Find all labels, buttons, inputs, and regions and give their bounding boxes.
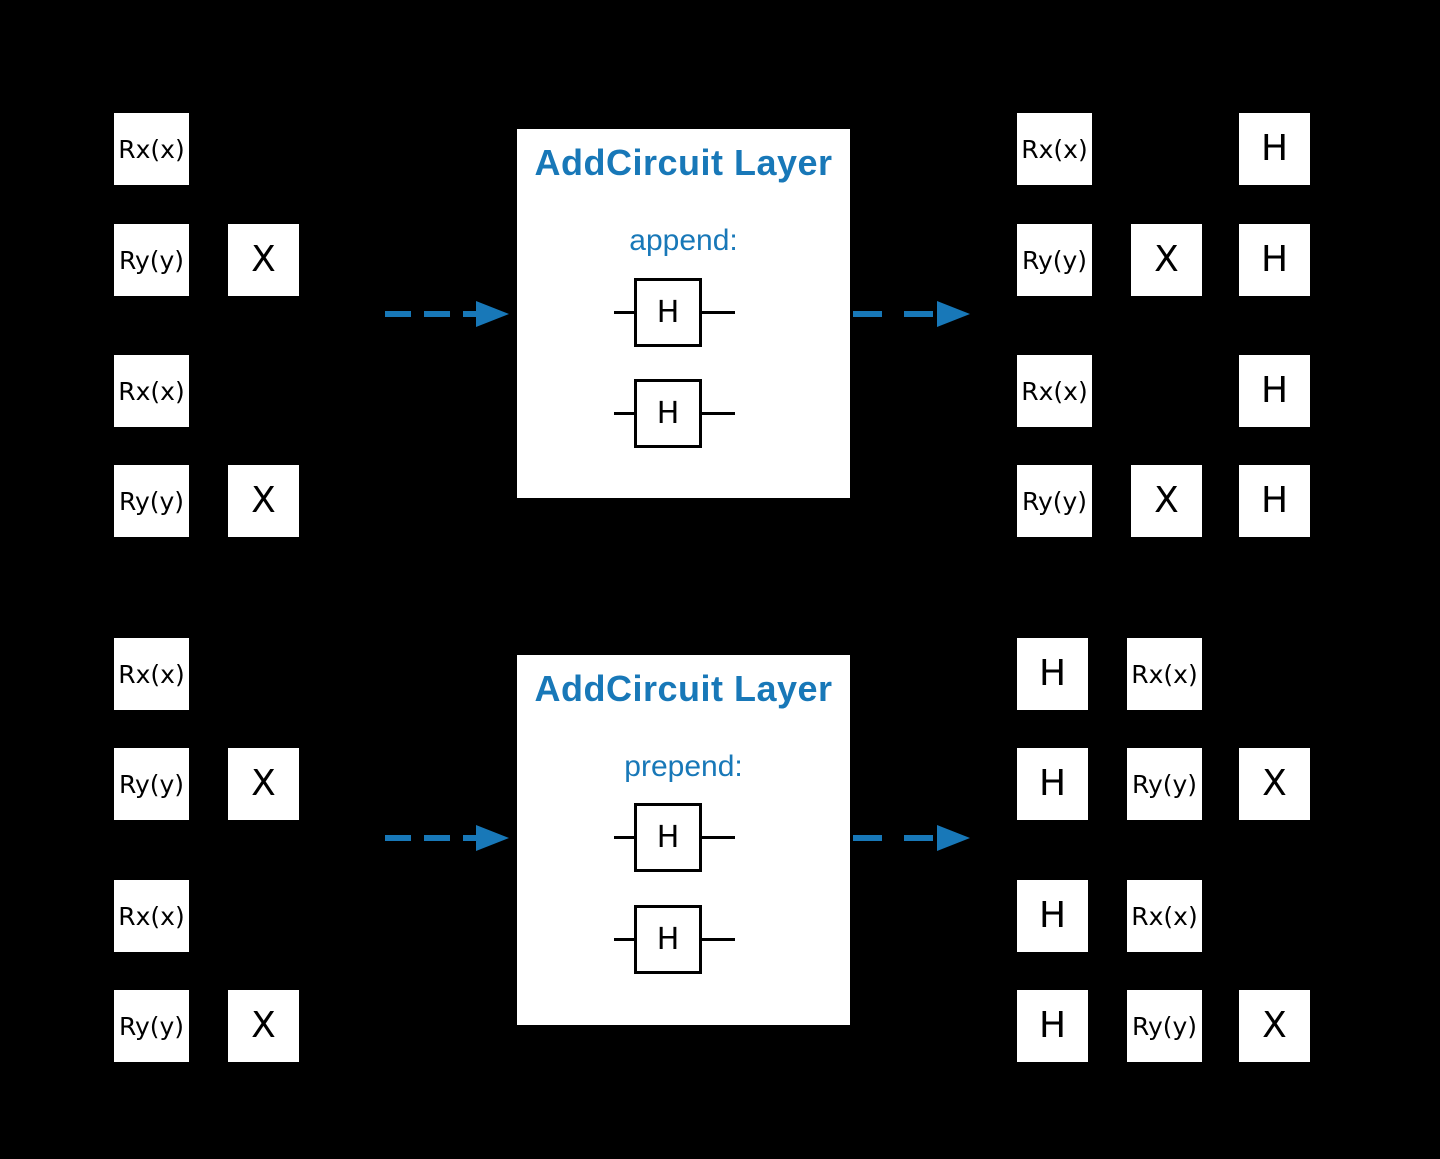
- gate-box: Rx(x): [1017, 355, 1092, 427]
- panel-gate: H: [614, 802, 735, 872]
- gate-box: Ry(y): [114, 748, 189, 820]
- layer-panel-title: AddCircuit Layer: [534, 668, 833, 709]
- input-to-layer-arrow-icon: [385, 825, 509, 851]
- gate-box: Rx(x): [1017, 113, 1092, 185]
- gate-box: X: [228, 224, 299, 296]
- gate-box: Ry(y): [1017, 224, 1092, 296]
- gate-box: X: [228, 465, 299, 537]
- layer-to-output-arrow-icon: [853, 825, 970, 851]
- gate-box: Rx(x): [114, 355, 189, 427]
- gate-box: Ry(y): [1017, 465, 1092, 537]
- panel-gate: H: [614, 277, 735, 347]
- panel-gate: H: [614, 378, 735, 448]
- gate-box: Rx(x): [114, 638, 189, 710]
- gate-box: Rx(x): [1127, 880, 1202, 952]
- gate-box: Ry(y): [1127, 990, 1202, 1062]
- h-gate-box: H: [634, 378, 702, 448]
- gate-box: X: [1131, 224, 1202, 296]
- gate-box: H: [1017, 880, 1088, 952]
- gate-box: H: [1017, 638, 1088, 710]
- gate-box: H: [1239, 355, 1310, 427]
- layer-mode-label: append:: [629, 224, 738, 257]
- gate-box: X: [1239, 990, 1310, 1062]
- gate-box: Ry(y): [114, 224, 189, 296]
- gate-box: H: [1239, 224, 1310, 296]
- gate-box: Ry(y): [114, 990, 189, 1062]
- layer-mode-label: prepend:: [624, 750, 743, 783]
- gate-box: X: [1239, 748, 1310, 820]
- gate-box: Rx(x): [114, 880, 189, 952]
- panel-gate: H: [614, 904, 735, 974]
- h-gate-box: H: [634, 802, 702, 872]
- gate-box: H: [1239, 465, 1310, 537]
- h-gate-box: H: [634, 277, 702, 347]
- gate-box: Rx(x): [114, 113, 189, 185]
- input-to-layer-arrow-icon: [385, 301, 509, 327]
- gate-box: H: [1017, 990, 1088, 1062]
- h-gate-box: H: [634, 904, 702, 974]
- gate-box: Ry(y): [114, 465, 189, 537]
- gate-box: X: [228, 990, 299, 1062]
- gate-box: H: [1239, 113, 1310, 185]
- gate-box: H: [1017, 748, 1088, 820]
- gate-box: Ry(y): [1127, 748, 1202, 820]
- gate-box: Rx(x): [1127, 638, 1202, 710]
- layer-to-output-arrow-icon: [853, 301, 970, 327]
- layer-panel-title: AddCircuit Layer: [534, 142, 833, 183]
- gate-box: X: [228, 748, 299, 820]
- gate-box: X: [1131, 465, 1202, 537]
